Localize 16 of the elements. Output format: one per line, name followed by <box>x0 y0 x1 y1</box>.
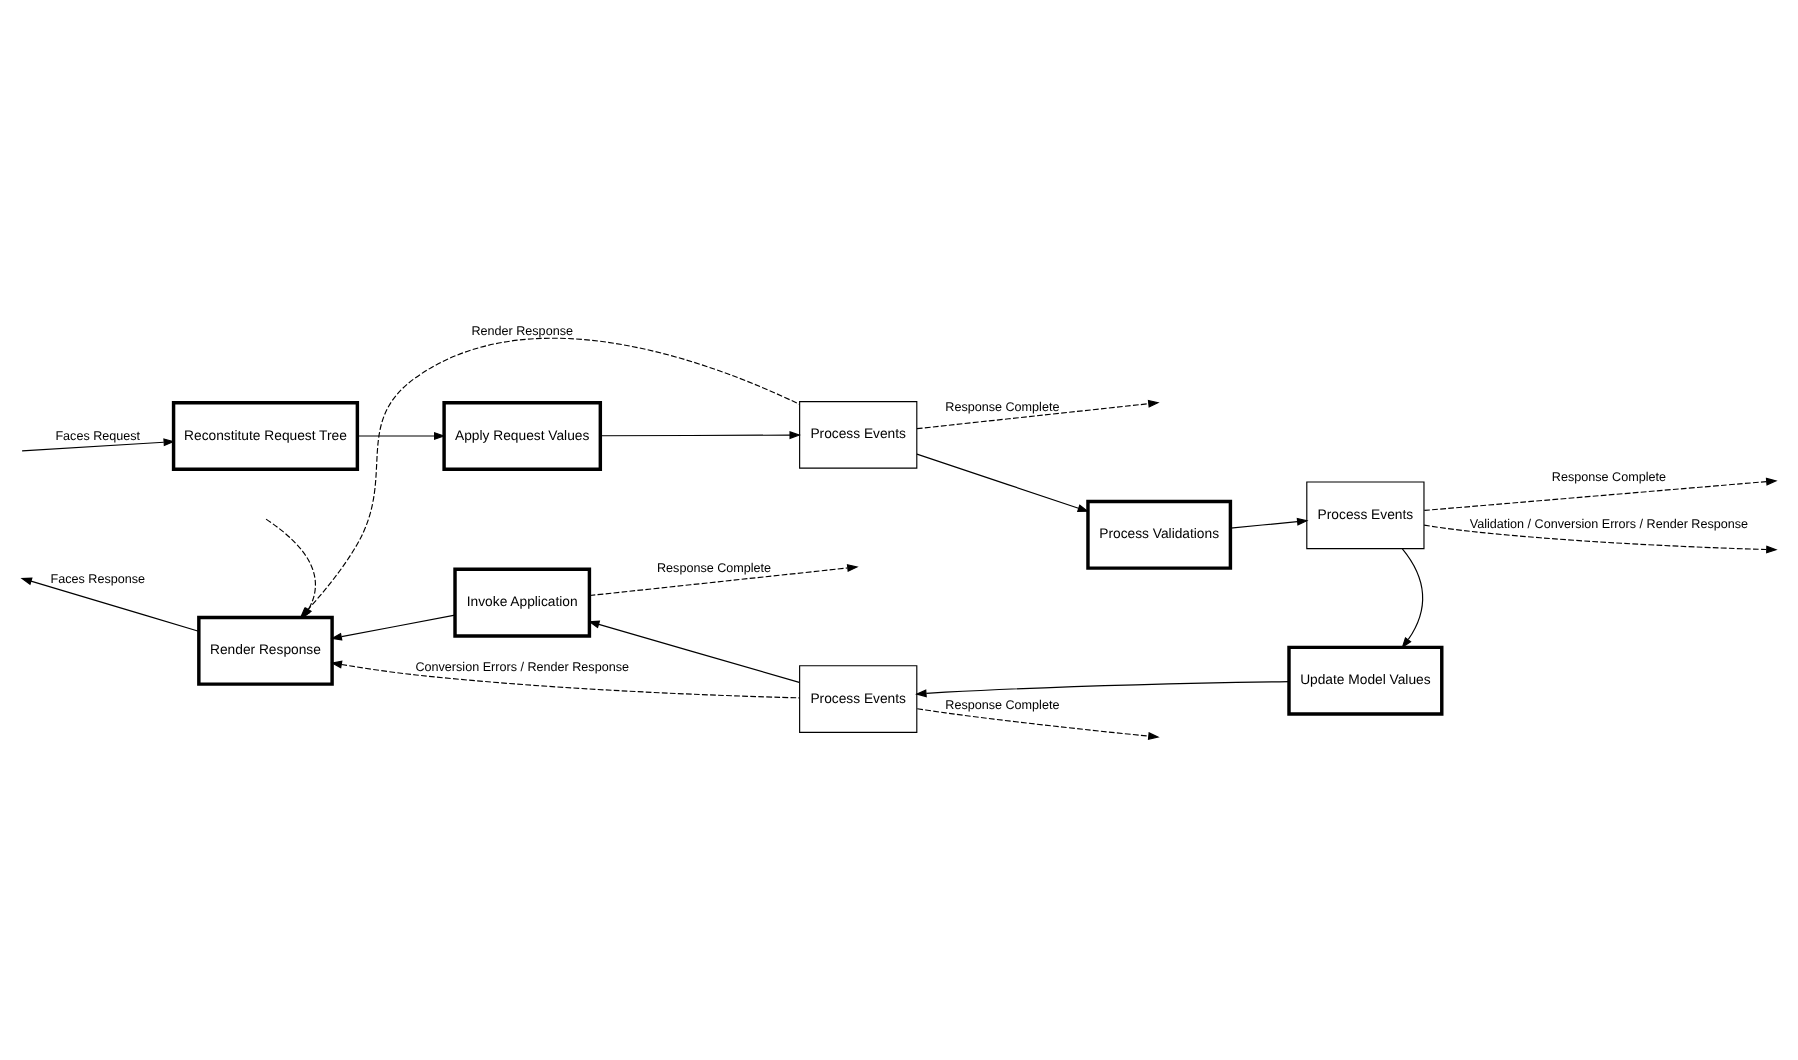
arrow <box>915 680 1290 697</box>
arrow <box>589 563 859 596</box>
arrow <box>599 430 801 439</box>
arrow <box>20 576 200 631</box>
arrow <box>330 659 801 698</box>
arrow <box>1401 547 1424 648</box>
arrow <box>330 613 456 640</box>
arrow <box>916 707 1160 740</box>
arrow <box>588 619 800 682</box>
arrow <box>1229 516 1309 528</box>
arrow <box>1423 523 1778 553</box>
arrow <box>21 437 176 451</box>
arrow <box>916 452 1090 511</box>
arrow <box>916 398 1160 429</box>
arrow <box>1423 476 1778 510</box>
arrow <box>356 431 446 440</box>
